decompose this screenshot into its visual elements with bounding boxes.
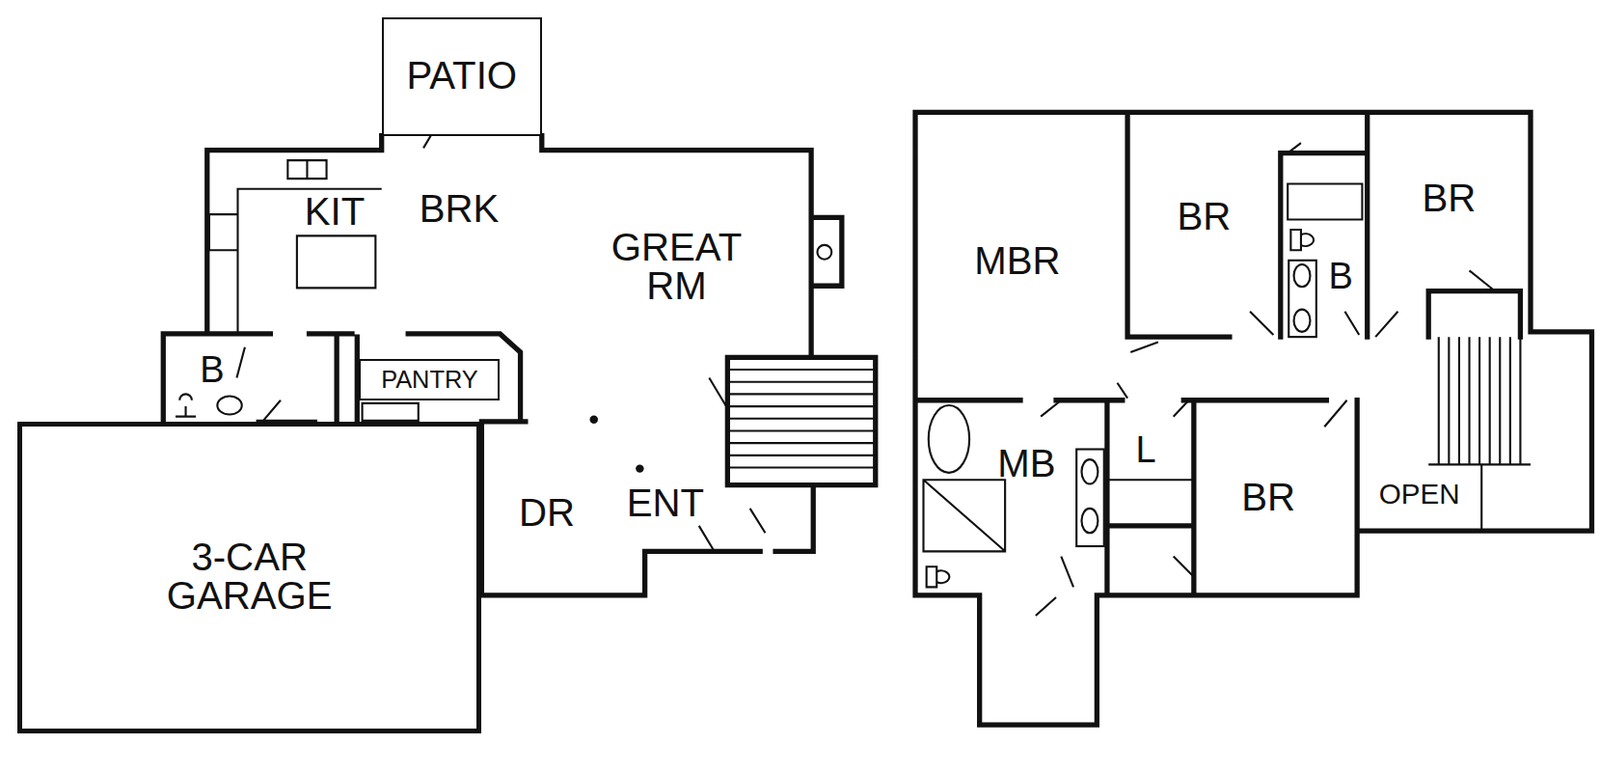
sink <box>1076 260 1317 546</box>
room-label: MBR <box>974 242 1060 281</box>
room-label: BR <box>1421 179 1476 218</box>
room-label: B <box>1328 257 1354 295</box>
room-label: BR <box>1241 478 1296 517</box>
room-label: GREAT RM <box>590 228 764 306</box>
room-name: 3-CAR GARAGE <box>127 538 373 616</box>
room-label: L <box>1136 430 1157 467</box>
toilet <box>216 396 242 415</box>
tub <box>928 405 970 473</box>
room-name: PANTRY <box>380 367 479 392</box>
room-box: 3-CAR GARAGE <box>17 421 482 733</box>
fireplace <box>816 244 832 260</box>
room-label: KIT <box>304 192 366 232</box>
room-label: ENT <box>626 484 705 523</box>
room-label: BR <box>1177 197 1232 237</box>
room-label: OPEN <box>1379 479 1461 509</box>
column <box>590 415 598 424</box>
room-label: MB <box>997 444 1056 484</box>
room-name: PATIO <box>406 56 517 96</box>
column <box>635 463 644 472</box>
room-label: BRK <box>419 189 500 229</box>
room-box: PANTRY <box>358 358 500 400</box>
room-label: B <box>199 351 224 388</box>
room-box: PATIO <box>381 17 543 136</box>
room-label: DR <box>518 493 575 533</box>
stair-treads <box>727 336 1531 531</box>
